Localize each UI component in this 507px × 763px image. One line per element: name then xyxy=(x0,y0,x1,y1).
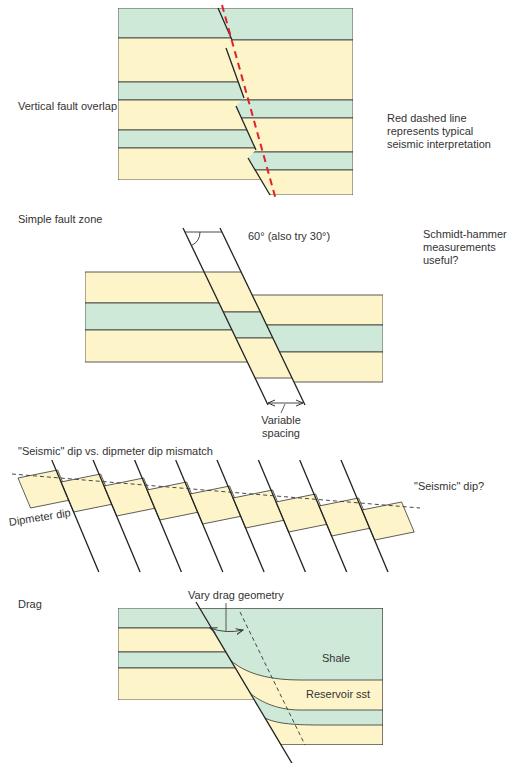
annotation-label: Variable spacing xyxy=(248,414,314,440)
seismic-interpretation-line xyxy=(222,5,276,200)
fault-line xyxy=(176,460,223,572)
fault-line xyxy=(248,158,270,195)
leader-line xyxy=(281,404,285,413)
annotation-label: "Seismic" dip vs. dipmeter dip mismatch xyxy=(18,445,278,458)
annotation-label: Vertical fault overlap xyxy=(18,100,128,113)
annotation-label: Shale xyxy=(322,652,382,665)
right-fault-block xyxy=(210,8,353,195)
fault-line xyxy=(341,460,388,572)
annotation-label: 60° (also try 30°) xyxy=(248,230,358,243)
fault-line xyxy=(220,228,305,405)
drag-width-arrow xyxy=(210,628,243,632)
sandstone-layer xyxy=(265,718,383,745)
fault-zone-boundaries xyxy=(183,228,305,405)
seismic-dip-line xyxy=(12,474,420,508)
right-fault-block xyxy=(200,295,383,382)
reference-line xyxy=(185,232,222,233)
annotation-label: "Seismic" dip? xyxy=(414,480,506,493)
block-outline xyxy=(190,608,383,745)
angle-arc xyxy=(192,232,201,246)
fault-line xyxy=(217,460,264,572)
fault-line xyxy=(218,8,232,40)
shale-layer xyxy=(210,8,353,40)
shale-layer xyxy=(210,152,353,170)
fault-line xyxy=(300,460,347,572)
faulted-bed xyxy=(18,470,414,540)
annotation-label: Dipmeter dip xyxy=(8,503,89,528)
annotation-label: Reservoir sst xyxy=(306,688,386,701)
sandstone-layer xyxy=(210,40,353,100)
annotation-label: Red dashed line represents typical seism… xyxy=(387,112,505,151)
bed-block xyxy=(18,470,70,508)
fault-segments xyxy=(218,8,270,195)
fault-line xyxy=(93,460,140,572)
bed-block xyxy=(362,502,414,540)
annotation-label: Schmidt-hammer measurements useful? xyxy=(423,228,507,267)
right-fault-block xyxy=(190,608,383,745)
bed-block xyxy=(104,478,156,516)
sandstone-layer xyxy=(210,170,353,195)
shale-layer xyxy=(210,100,353,118)
leader-line xyxy=(226,603,227,631)
shale-layer xyxy=(200,325,383,352)
fault-lines xyxy=(52,460,388,572)
spacing-arrow xyxy=(268,403,303,404)
fault-line xyxy=(135,460,182,572)
shale-layer xyxy=(118,130,268,148)
drag-limit-line xyxy=(240,612,305,745)
annotation-label: Vary drag geometry xyxy=(188,589,308,602)
fault-line xyxy=(236,106,256,150)
shale-layer xyxy=(190,608,383,745)
angle-marker xyxy=(185,232,222,246)
annotation-label: Simple fault zone xyxy=(18,213,128,226)
fault-line xyxy=(258,460,305,572)
sandstone-layer xyxy=(118,148,268,180)
sandstone-layer xyxy=(210,118,353,152)
bed-block xyxy=(190,486,242,524)
annotation-label: Drag xyxy=(18,598,78,611)
fault-line xyxy=(183,228,268,405)
fault-line xyxy=(196,602,293,763)
